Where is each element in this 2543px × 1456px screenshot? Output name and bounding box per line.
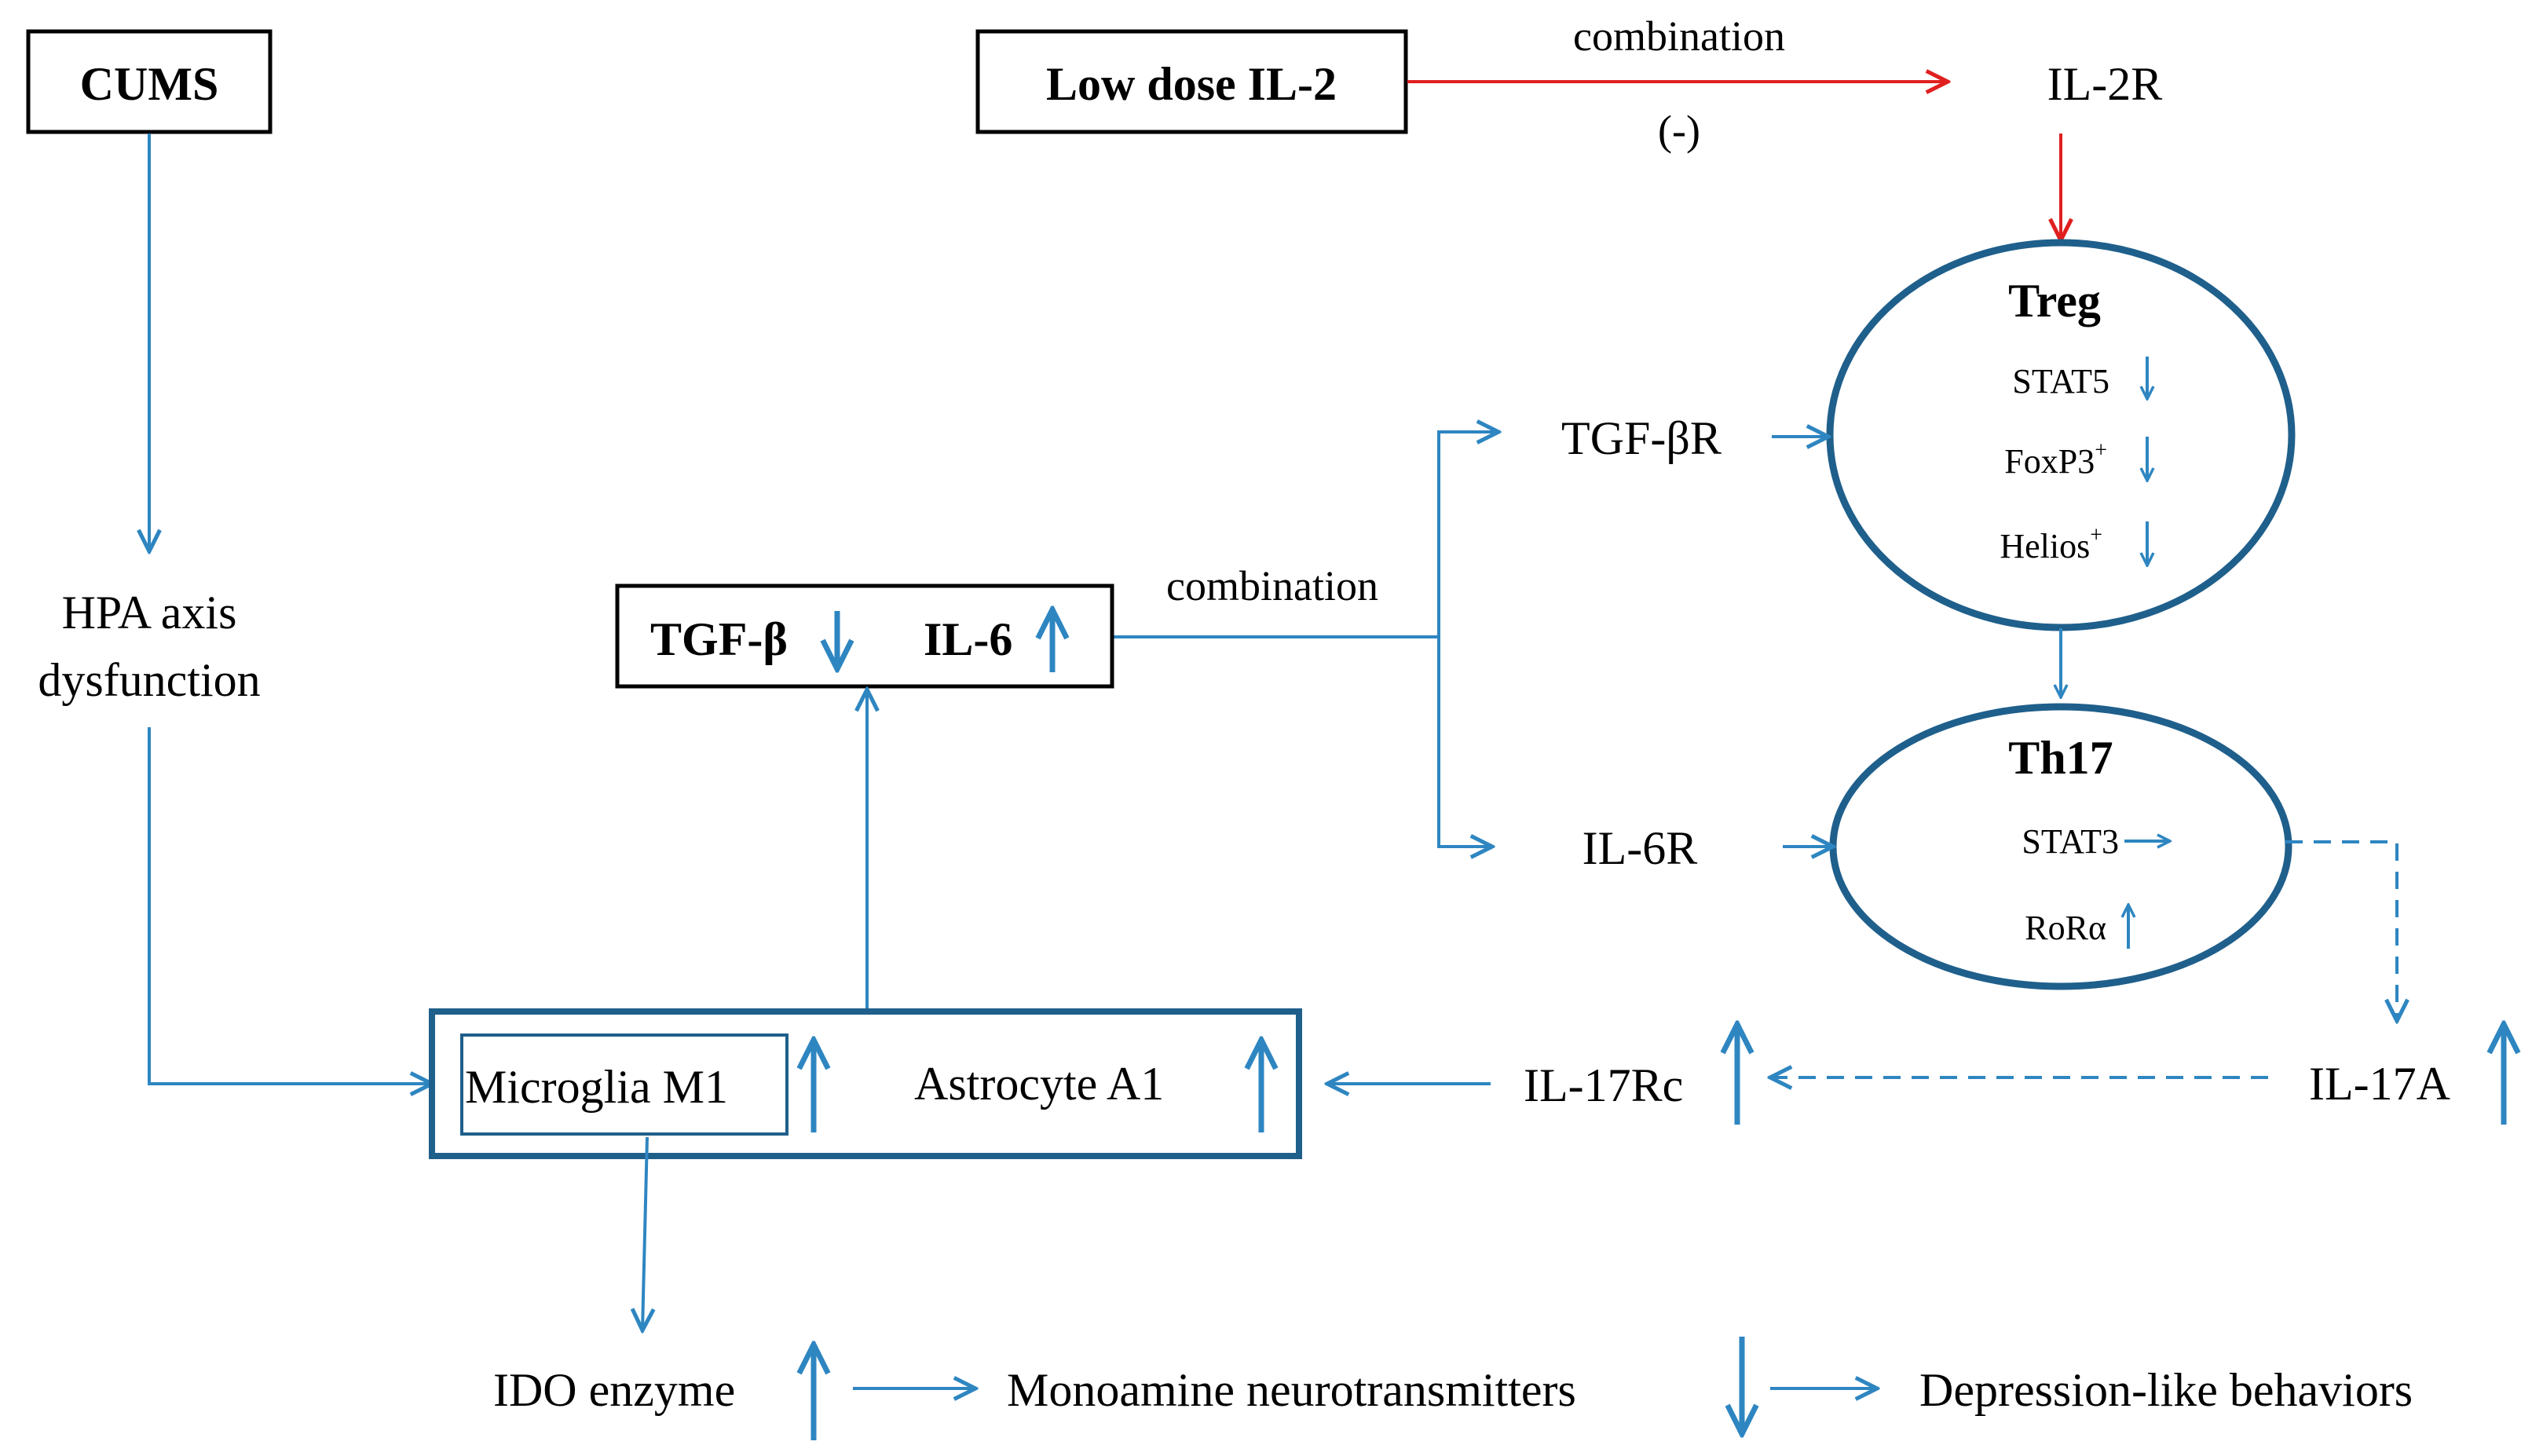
treg-marker-helios: Helios+ <box>2000 523 2102 565</box>
th17-marker-roralpha: RoRα <box>2025 909 2106 947</box>
tgf-beta-receptor-label: TGF-βR <box>1561 412 1722 464</box>
ido-enzyme-label: IDO enzyme <box>493 1364 735 1416</box>
tgf-beta-label: TGF-β <box>650 613 788 665</box>
th17-title: Th17 <box>2008 732 2113 784</box>
astrocyte-label: Astrocyte A1 <box>914 1058 1164 1110</box>
low-dose-il2-box: Low dose IL-2 <box>975 29 1408 134</box>
hpa-to-glia-arrow <box>148 727 432 1084</box>
il17a-label: IL-17A <box>2309 1058 2450 1110</box>
cums-label: CUMS <box>80 58 219 110</box>
il6-receptor-label: IL-6R <box>1583 822 1698 874</box>
hpa-label-line1: HPA axis <box>62 587 237 638</box>
hpa-label-line2: dysfunction <box>38 654 260 706</box>
treg-title: Treg <box>2008 275 2101 327</box>
th17-to-il17a-dashed-arrow <box>2285 840 2397 1021</box>
cytokine-box: TGF-β IL-6 <box>615 583 1114 689</box>
treg-cell: Treg STAT5 FoxP3+ Helios+ <box>1826 239 2296 631</box>
inhibition-label: (-) <box>1658 107 1700 154</box>
microglia-to-ido-arrow <box>642 1136 647 1330</box>
il17rc-label: IL-17Rc <box>1524 1059 1683 1111</box>
il2r-label: IL-2R <box>2047 58 2163 110</box>
microglia-label: Microglia M1 <box>465 1061 728 1113</box>
il6-label: IL-6 <box>924 613 1012 665</box>
glia-box: Microglia M1 Astrocyte A1 <box>429 1008 1302 1159</box>
combination-label-top: combination <box>1573 13 1785 60</box>
low-dose-il2-label: Low dose IL-2 <box>1046 58 1337 110</box>
monoamine-label: Monoamine neurotransmitters <box>1007 1364 1576 1416</box>
treg-marker-stat5: STAT5 <box>2012 362 2109 401</box>
th17-cell: Th17 STAT3 RoRα <box>1829 703 2292 990</box>
combination-label-mid: combination <box>1166 562 1378 609</box>
treg-marker-foxp3: FoxP3+ <box>2004 438 2107 481</box>
th17-marker-stat3: STAT3 <box>2022 822 2119 861</box>
cums-box: CUMS <box>26 29 273 134</box>
depression-label: Depression-like behaviors <box>1919 1364 2413 1416</box>
